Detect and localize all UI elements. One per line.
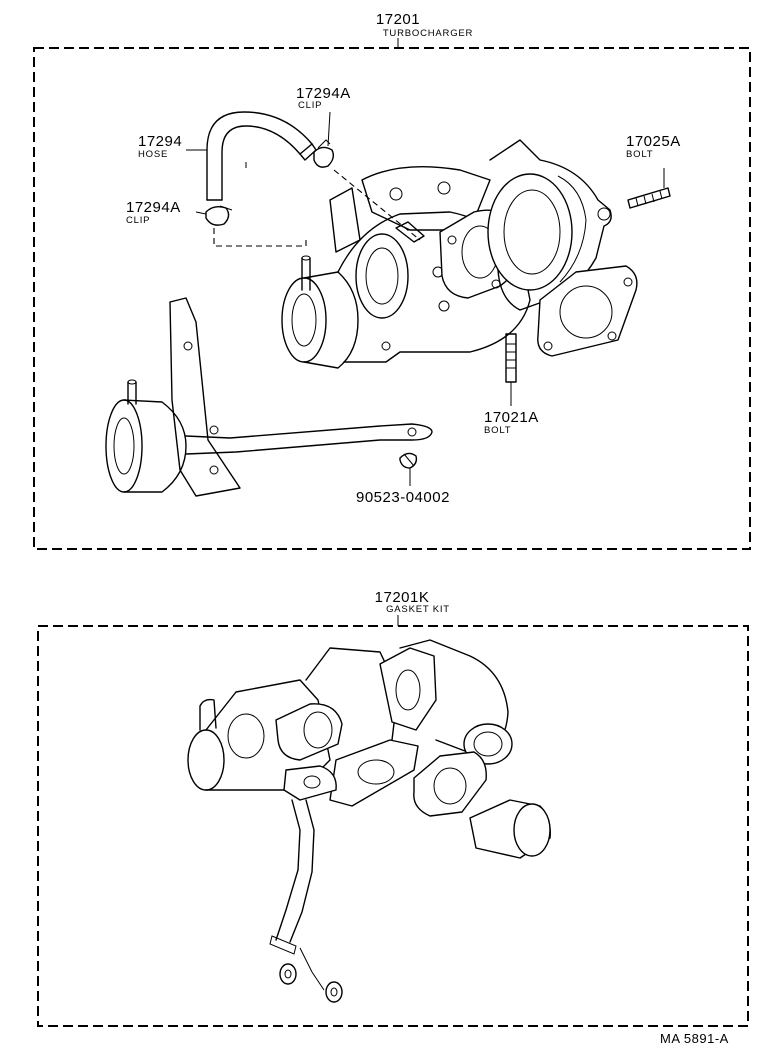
- turbocharger-part-number: 17201: [375, 11, 421, 28]
- gasket-kit-part-number: 17201K: [374, 589, 430, 606]
- bolt-17025a-part-number: 17025A: [626, 133, 681, 150]
- clip-90523-part-number: 90523-04002: [356, 489, 450, 506]
- stud-bolt-17021a-illustration[interactable]: [505, 333, 517, 406]
- figure-code: MA 5891-A: [660, 1031, 729, 1046]
- hose-illustration[interactable]: [206, 111, 317, 201]
- clip-upper-illustration[interactable]: [313, 111, 335, 168]
- clip-upper-name: CLIP: [298, 100, 323, 111]
- wastegate-actuator-illustration[interactable]: [105, 297, 433, 497]
- gasket-kit-turbo-illustration[interactable]: [187, 639, 551, 1003]
- upper-clip-leader: [333, 169, 421, 241]
- clip-lower-part-number: 17294A: [126, 199, 181, 216]
- lower-clip-leader: [213, 228, 307, 247]
- bolt-17025a-name: BOLT: [626, 149, 654, 160]
- gasket-kit-frame: [37, 615, 749, 1027]
- bolt-17021a-name: BOLT: [484, 425, 512, 436]
- clip-lower-illustration[interactable]: [195, 205, 233, 226]
- hose-part-number: 17294: [138, 133, 183, 150]
- clip-lower-name: CLIP: [126, 215, 151, 226]
- lock-clip-90523-illustration[interactable]: [399, 452, 418, 486]
- stud-bolt-17025a-illustration[interactable]: [627, 168, 671, 209]
- turbocharger-illustration[interactable]: [281, 139, 638, 369]
- clip-upper-part-number: 17294A: [296, 85, 351, 102]
- gasket-kit-name: GASKET KIT: [386, 604, 450, 615]
- hose-name: HOSE: [138, 149, 169, 160]
- turbocharger-frame: [33, 38, 751, 550]
- bolt-17021a-part-number: 17021A: [484, 409, 539, 426]
- turbocharger-name: TURBOCHARGER: [382, 28, 474, 39]
